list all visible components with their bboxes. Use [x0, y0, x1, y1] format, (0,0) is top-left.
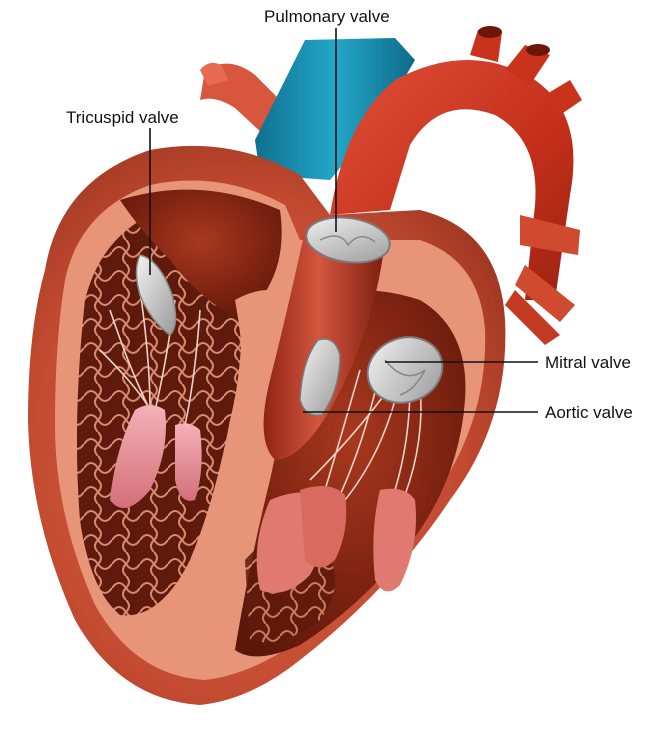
- aortic-valve-label: Aortic valve: [545, 403, 633, 422]
- tricuspid-valve-label: Tricuspid valve: [66, 108, 179, 127]
- mitral-valve-label: Mitral valve: [545, 353, 631, 372]
- pulmonary-valve-label: Pulmonary valve: [264, 7, 390, 26]
